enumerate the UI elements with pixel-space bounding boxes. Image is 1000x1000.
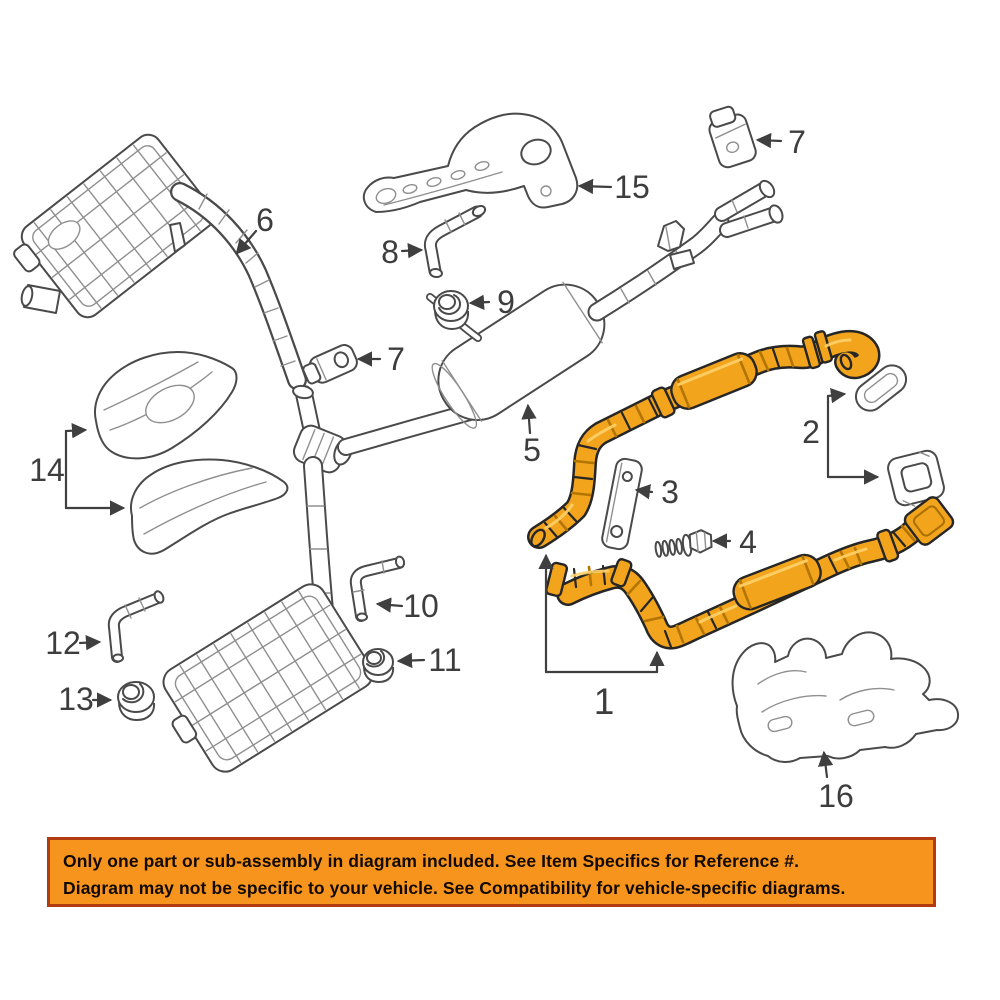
callout-8: 8 [381, 234, 399, 270]
arrow-7-right [755, 132, 783, 149]
callout-5: 5 [523, 432, 541, 468]
callout-10: 10 [403, 588, 439, 624]
arrow-3 [634, 484, 654, 500]
part8-hanger [423, 204, 487, 279]
arrow-11 [396, 652, 426, 669]
disclaimer-banner: Only one part or sub-assembly in diagram… [47, 837, 936, 907]
part3-bracket [601, 457, 643, 551]
callout-14: 14 [29, 452, 65, 488]
callout-2: 2 [802, 414, 820, 450]
part11-insulator [362, 648, 395, 683]
callout-1: 1 [594, 681, 615, 722]
tailpipe [587, 179, 784, 322]
arrow-16 [817, 750, 834, 779]
rear-muffler [162, 583, 374, 773]
arrow-10 [375, 597, 404, 613]
part13-insulator [117, 681, 156, 721]
disclaimer-line-2: Diagram may not be specific to your vehi… [63, 878, 846, 898]
callout-16: 16 [818, 778, 854, 814]
part12-hanger [107, 590, 165, 663]
center-y-pipe [292, 384, 479, 640]
part1-front-exhaust-pipe-upper [527, 329, 881, 549]
part6-flex-pipe [169, 182, 307, 390]
callout-7-right: 7 [788, 124, 806, 160]
callout-4: 4 [739, 524, 757, 560]
arrow-6 [235, 229, 258, 255]
callout-labels: 1 2 3 4 5 6 7 7 8 9 10 11 12 13 14 15 16 [29, 124, 854, 814]
part1-front-exhaust-pipe-lower [545, 496, 955, 650]
arrow-9 [468, 294, 491, 310]
arrow-15 [577, 178, 613, 195]
callout-13: 13 [58, 681, 94, 717]
bracket-14-top [64, 422, 88, 510]
arrow-8 [400, 242, 424, 259]
callout-7-left: 7 [387, 341, 405, 377]
part14-heat-shields [94, 351, 289, 555]
callout-arrows [64, 132, 880, 779]
part16-heat-shield [731, 631, 960, 763]
bracket-2-top [826, 387, 847, 479]
part10-hanger [349, 555, 406, 622]
disclaimer-line-1: Only one part or sub-assembly in diagram… [63, 851, 800, 871]
part4-bolt [654, 529, 713, 558]
arrow-5 [521, 403, 537, 435]
part2-gaskets [854, 364, 945, 507]
part7-insulator-right [708, 105, 757, 169]
part15-bracket [362, 112, 579, 213]
callout-9: 9 [497, 284, 515, 320]
arrow-12 [78, 634, 102, 651]
part7-insulator-left [302, 344, 358, 385]
callout-6: 6 [256, 202, 274, 238]
callout-15: 15 [614, 169, 650, 205]
callout-12: 12 [45, 625, 81, 661]
callout-11: 11 [428, 642, 461, 678]
callout-3: 3 [661, 474, 679, 510]
part9-insulator [433, 290, 470, 330]
part6-muffler [13, 133, 216, 319]
